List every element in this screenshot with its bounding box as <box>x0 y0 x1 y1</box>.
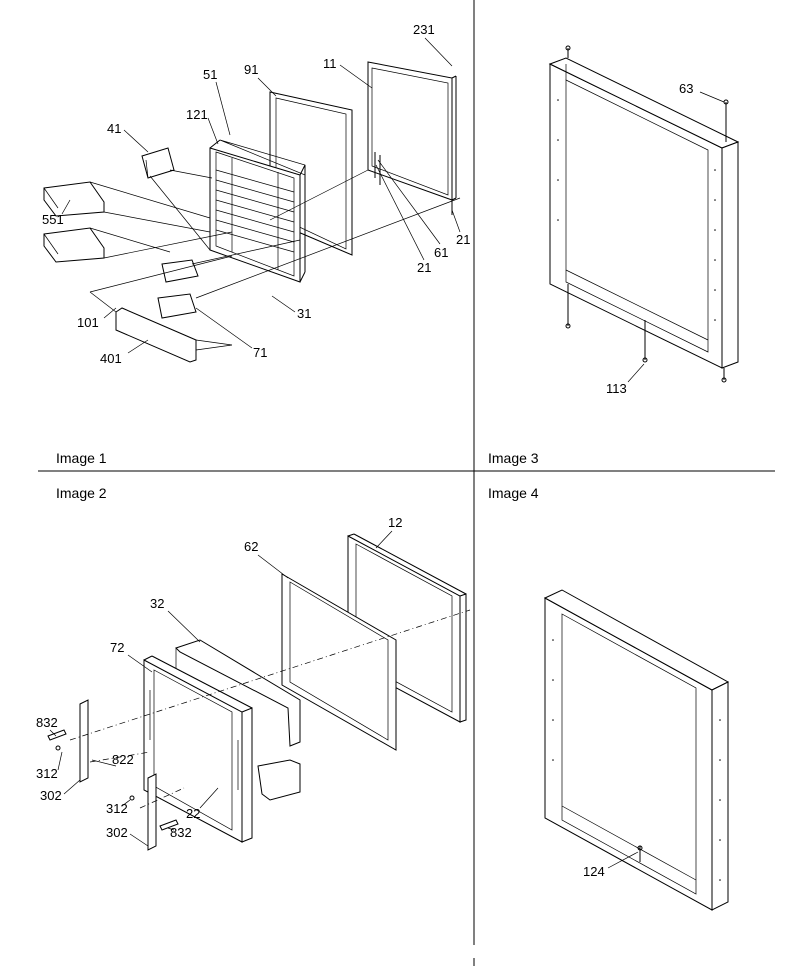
callout-121: 121 <box>186 107 208 122</box>
callout-832-upper: 832 <box>36 715 58 730</box>
freezer-frame-front <box>544 597 713 911</box>
assembly-axis <box>69 609 471 741</box>
callout-72: 72 <box>110 640 124 655</box>
callout-401: 401 <box>100 351 122 366</box>
long-door-shelf <box>115 307 197 363</box>
callout-124: 124 <box>583 864 605 879</box>
image-3-drawing <box>548 45 740 383</box>
door-outer-panel <box>367 61 453 201</box>
image-4-drawing <box>543 589 730 911</box>
callout-101: 101 <box>77 315 99 330</box>
callout-62: 62 <box>244 539 258 554</box>
hinge-bracket-lower <box>147 773 157 851</box>
door-bin-lower <box>43 227 105 263</box>
caption-image-2: Image 2 <box>56 485 107 501</box>
freezer-gasket <box>281 573 397 751</box>
hinge-bracket-upper <box>79 699 89 783</box>
callout-12: 12 <box>388 515 402 530</box>
callout-61: 61 <box>434 245 448 260</box>
callout-91: 91 <box>244 62 258 77</box>
callout-21-right: 21 <box>456 232 470 247</box>
callout-22: 22 <box>186 806 200 821</box>
callout-21-left: 21 <box>417 260 431 275</box>
caption-image-4: Image 4 <box>488 485 539 501</box>
callout-32: 32 <box>150 596 164 611</box>
dairy-cover <box>141 147 175 179</box>
image-1-drawing <box>43 61 461 363</box>
image-2-drawing <box>47 533 471 851</box>
door-bin-upper <box>43 181 105 217</box>
door-frame-front <box>549 63 723 369</box>
callout-231: 231 <box>413 22 435 37</box>
callout-113: 113 <box>606 381 627 396</box>
small-bin-lower <box>157 293 197 319</box>
callout-63: 63 <box>679 81 693 96</box>
callout-551: 551 <box>42 212 64 227</box>
callout-312-lower: 312 <box>106 801 128 816</box>
breaker-strip-lower <box>257 759 301 801</box>
callout-822: 822 <box>112 752 134 767</box>
small-bin-upper <box>161 259 199 283</box>
callout-11: 11 <box>323 56 337 71</box>
callout-31: 31 <box>297 306 311 321</box>
caption-image-1: Image 1 <box>56 450 107 466</box>
callout-832-lower: 832 <box>170 825 192 840</box>
breaker-strip-upper <box>175 639 301 747</box>
callout-302-lower: 302 <box>106 825 128 840</box>
callout-71: 71 <box>253 345 267 360</box>
caption-image-3: Image 3 <box>488 450 539 466</box>
callout-41: 41 <box>107 121 121 136</box>
callout-312-upper: 312 <box>36 766 58 781</box>
callout-302-upper: 302 <box>40 788 62 803</box>
callout-51: 51 <box>203 67 217 82</box>
